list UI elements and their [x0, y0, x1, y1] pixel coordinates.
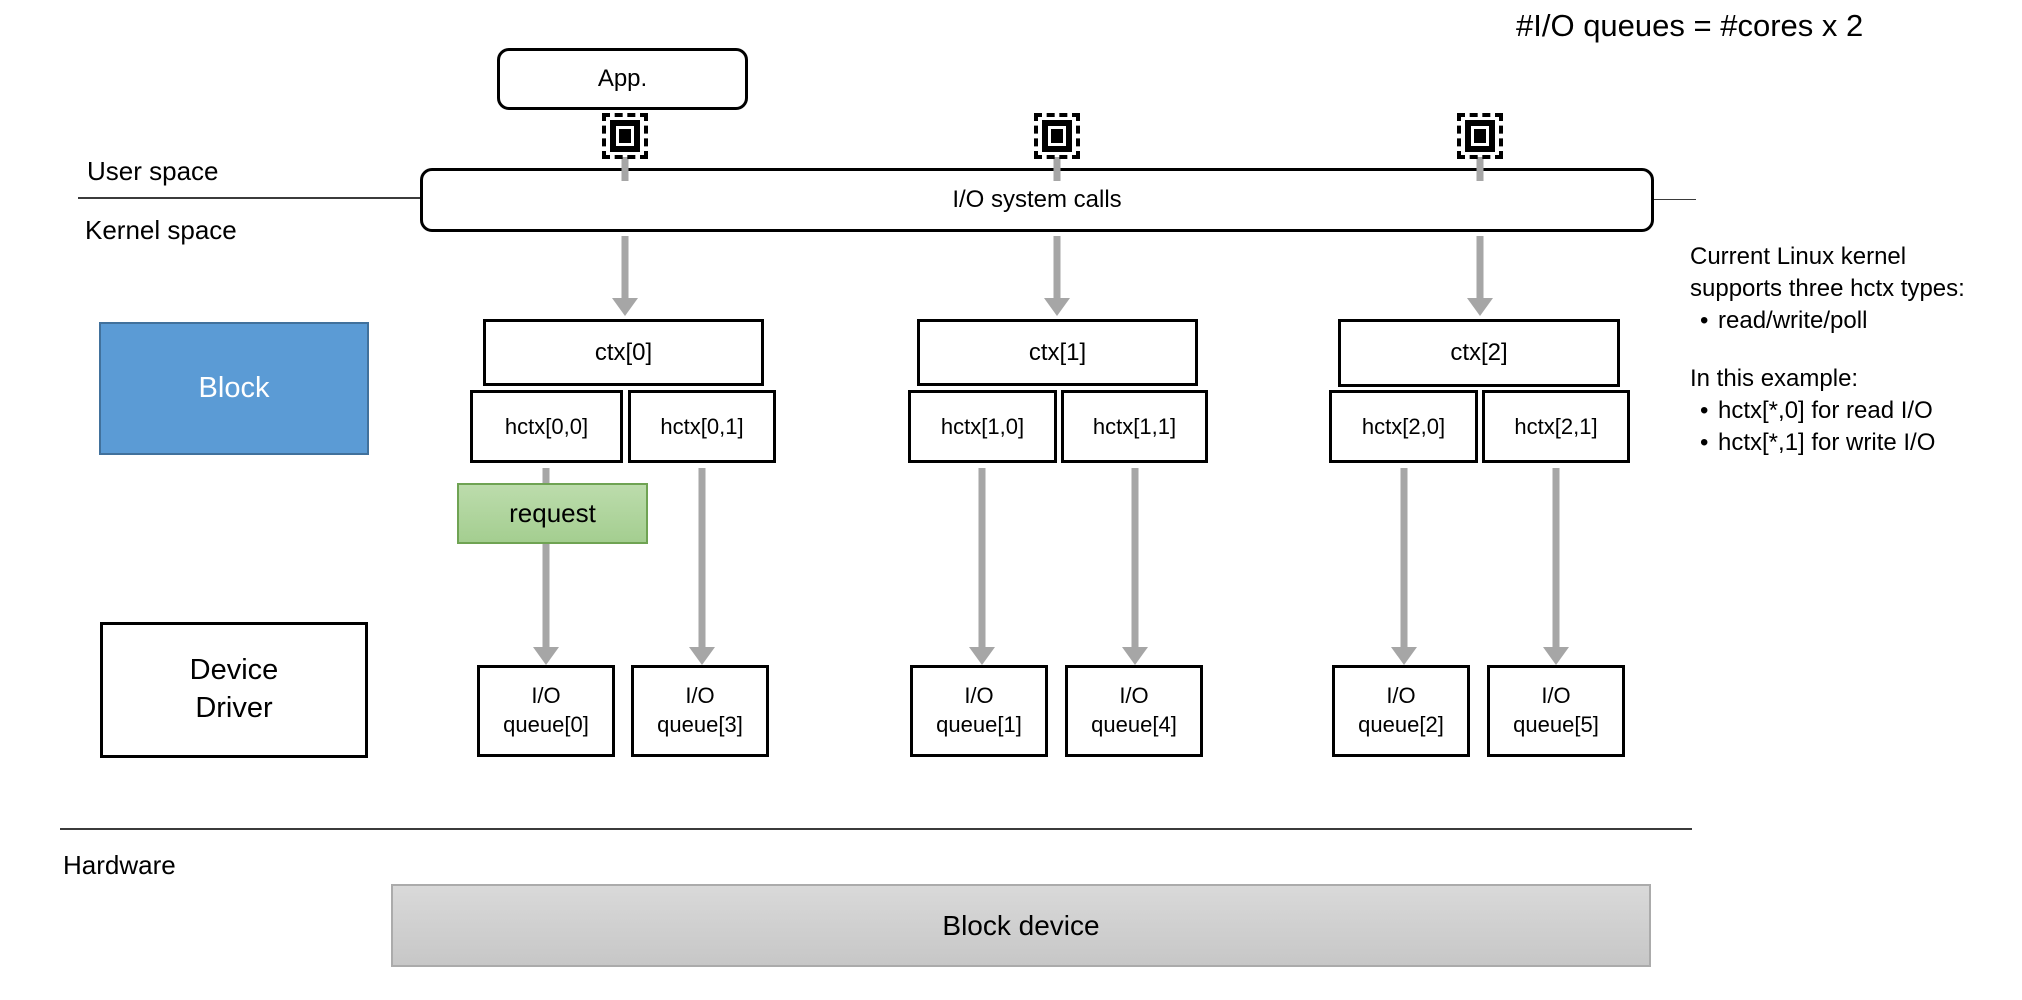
notes-line: In this example: [1690, 365, 1859, 392]
hctx11-label: hctx[1,1] [1092, 413, 1177, 439]
block-layer-box: Block [99, 322, 369, 455]
hctx00-box: hctx[0,0] [470, 390, 623, 463]
ctx0-box: ctx[0] [483, 319, 764, 386]
chip-pins [602, 113, 648, 159]
ctx0-label: ctx[0] [594, 338, 653, 366]
arrow-hctx01-to-queue3 [688, 468, 716, 665]
request-box: request [457, 483, 648, 544]
hctx21-label: hctx[2,1] [1514, 413, 1598, 439]
io-queue2-box: I/O queue[2] [1332, 665, 1470, 757]
chip-core [1465, 120, 1495, 152]
io-queue5-box: I/O queue[5] [1487, 665, 1625, 757]
app-box: App. [497, 48, 748, 110]
arrow-hctx21-to-queue5 [1542, 468, 1570, 665]
arrow-hctx10-to-queue1 [968, 468, 996, 665]
hctx01-box: hctx[0,1] [628, 390, 776, 463]
ctx2-label: ctx[2] [1450, 339, 1508, 366]
block-device-box: Block device [391, 884, 1651, 967]
block-device-label: Block device [942, 909, 1100, 941]
bullet-icon: • [1700, 397, 1709, 424]
io-queue3-box: I/O queue[3] [631, 665, 769, 757]
chip-connector [1053, 157, 1061, 181]
device-driver-line1: Device [189, 654, 279, 687]
io-system-calls-box: I/O system calls [420, 168, 1654, 232]
chip-pins [1034, 113, 1080, 159]
kernel-space-label: Kernel space [85, 215, 237, 245]
device-driver-line2: Driver [195, 692, 273, 724]
hctx20-label: hctx[2,0] [1361, 413, 1446, 439]
io-queue2-label: I/O queue[2] [1358, 683, 1444, 737]
notes-spacer [1690, 337, 2020, 363]
io-queue0-label: I/O queue[0] [503, 683, 589, 737]
cpu-chip-icon [1034, 113, 1080, 181]
notes-bullet-item: • hctx[*,0] for read I/O [1690, 395, 2020, 427]
ctx2-box: ctx[2] [1338, 319, 1620, 387]
chip-pins [1457, 113, 1503, 159]
hardware-label: Hardware [63, 850, 176, 880]
io-system-calls-label: I/O system calls [952, 186, 1122, 213]
hctx20-box: hctx[2,0] [1329, 390, 1478, 463]
bullet-icon: • [1700, 307, 1709, 334]
user-kernel-divider-right [1654, 199, 1696, 200]
io-queue4-label: I/O queue[4] [1091, 683, 1177, 737]
io-queue1-label: I/O queue[1] [936, 683, 1022, 737]
device-driver-box: Device Driver [100, 622, 368, 758]
notes-panel: Current Linux kernel supports three hctx… [1690, 241, 2020, 459]
arrow-hctx00-to-queue0 [532, 468, 560, 665]
chip-core [610, 120, 640, 152]
hctx10-label: hctx[1,0] [940, 413, 1025, 439]
io-queue0-box: I/O queue[0] [477, 665, 615, 757]
arrow-syscalls-to-ctx0 [611, 236, 639, 316]
bullet-icon: • [1700, 429, 1709, 456]
ctx1-label: ctx[1] [1028, 338, 1087, 366]
io-queue4-box: I/O queue[4] [1065, 665, 1203, 757]
cpu-chip-icon [1457, 113, 1503, 181]
diagram-title: #I/O queues = #cores x 2 [1516, 8, 1864, 43]
cpu-chip-icon [602, 113, 648, 181]
chip-connector [621, 157, 629, 181]
notes-bullet-item: • read/write/poll [1690, 305, 2020, 337]
notes-line: Current Linux kernel [1690, 243, 1907, 270]
chip-connector [1476, 157, 1484, 181]
hardware-divider [60, 828, 1692, 830]
arrow-syscalls-to-ctx1 [1043, 236, 1071, 316]
app-label: App. [597, 65, 648, 92]
arrow-syscalls-to-ctx2 [1466, 236, 1494, 316]
io-queue5-label: I/O queue[5] [1513, 683, 1599, 737]
notes-line: supports three hctx types: [1690, 275, 1965, 302]
block-layer-label: Block [198, 372, 270, 404]
user-space-label: User space [87, 156, 219, 186]
user-kernel-divider-left [78, 197, 420, 199]
chip-core [1042, 120, 1072, 152]
hctx01-label: hctx[0,1] [660, 413, 744, 439]
arrow-hctx11-to-queue4 [1121, 468, 1149, 665]
notes-bullet-item: • hctx[*,1] for write I/O [1690, 427, 2020, 459]
arrow-hctx20-to-queue2 [1390, 468, 1418, 665]
hctx21-box: hctx[2,1] [1482, 390, 1630, 463]
io-queue1-box: I/O queue[1] [910, 665, 1048, 757]
io-queue3-label: I/O queue[3] [657, 683, 743, 737]
hctx11-box: hctx[1,1] [1061, 390, 1208, 463]
hctx10-box: hctx[1,0] [908, 390, 1057, 463]
device-driver-label: Device Driver [190, 652, 279, 727]
ctx1-box: ctx[1] [917, 319, 1198, 386]
request-label: request [509, 498, 596, 528]
hctx00-label: hctx[0,0] [504, 413, 589, 439]
